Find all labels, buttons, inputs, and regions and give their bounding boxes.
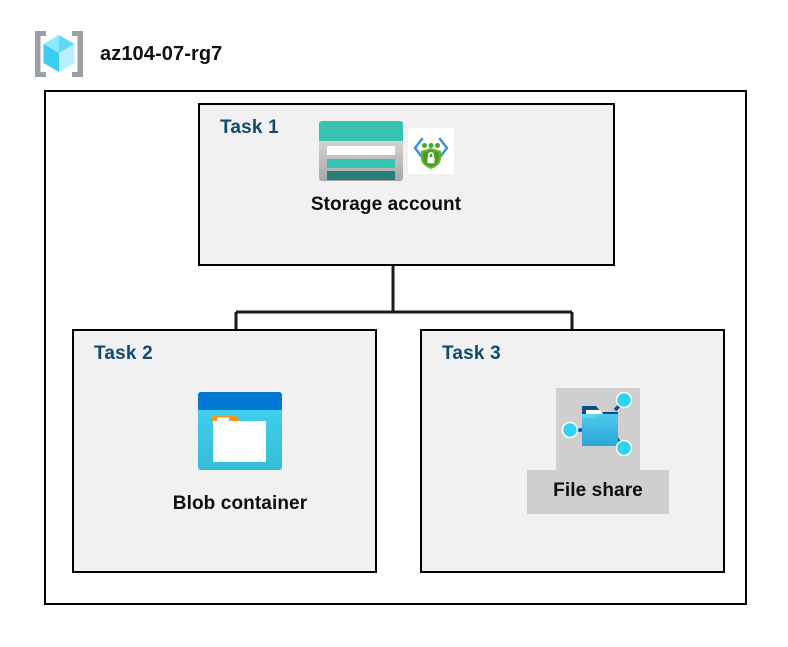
blob-container-caption: Blob container: [172, 493, 308, 514]
file-share-selection-highlight: [556, 388, 640, 470]
file-share-icon: [560, 390, 636, 469]
storage-account-icon: [318, 120, 404, 187]
file-share-caption: File share: [527, 470, 669, 514]
blob-container-icon: [196, 390, 284, 477]
node-file-share[interactable]: File share: [506, 388, 690, 514]
node-blob-container[interactable]: Blob container: [149, 390, 331, 515]
resource-group-header: az104-07-rg7: [32, 28, 222, 80]
storage-account-caption: Storage account: [310, 194, 462, 215]
storage-account-icon-row: [318, 118, 454, 188]
task-1-label: Task 1: [220, 117, 279, 138]
secure-endpoint-shield-icon: [408, 127, 454, 179]
resource-group-name: az104-07-rg7: [100, 42, 223, 65]
task-3-label: Task 3: [442, 343, 501, 364]
node-storage-account[interactable]: Storage account: [286, 118, 486, 216]
task-2-label: Task 2: [94, 343, 153, 364]
resource-group-cube-icon: [32, 28, 86, 80]
task-2-box: Task 2: [72, 329, 377, 573]
task-1-box: Task 1: [198, 103, 615, 266]
